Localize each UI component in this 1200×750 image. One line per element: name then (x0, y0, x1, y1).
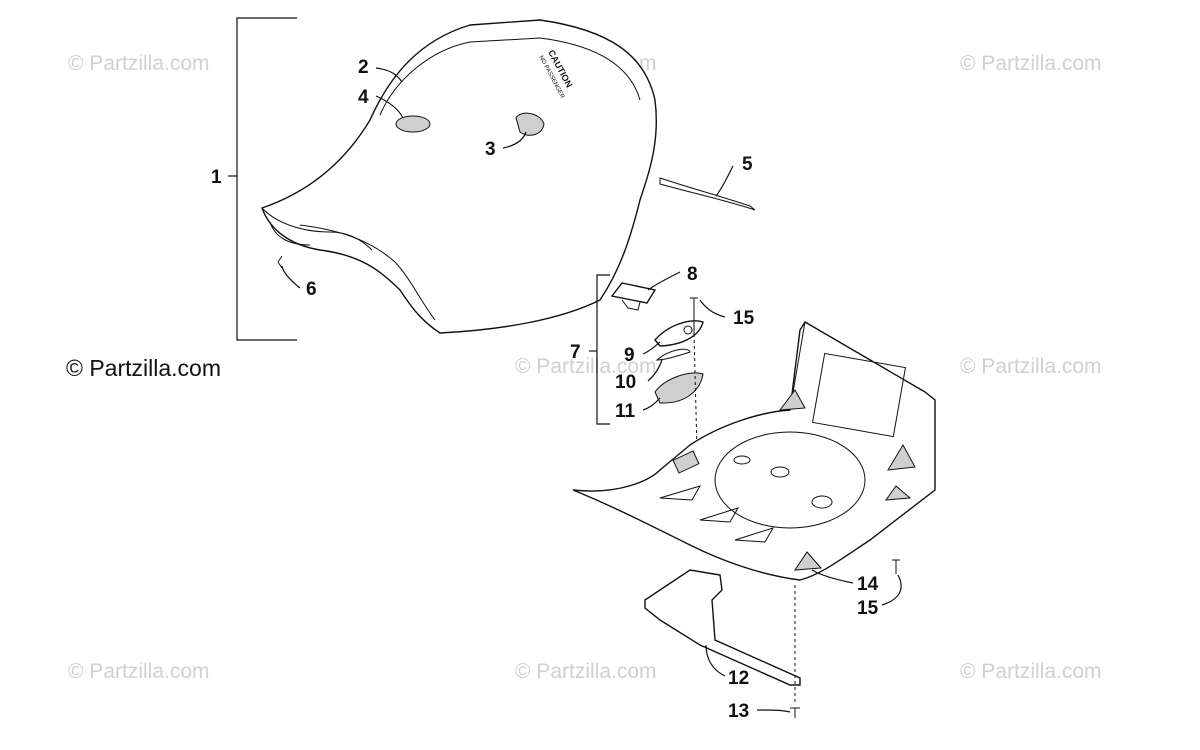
bracket-1 (236, 17, 297, 341)
bracket-7 (596, 274, 610, 425)
bumper-rear-right (887, 443, 916, 471)
leader-15b (881, 574, 902, 606)
base-floor (714, 431, 866, 529)
watermark-top-right: © Partzilla.com (960, 52, 1102, 75)
latch-assembly (589, 274, 704, 451)
callout-5: 5 (742, 154, 753, 175)
callout-15b: 15 (857, 598, 879, 619)
base-hole-2 (770, 466, 790, 478)
leader-15a (699, 299, 726, 318)
leader-8 (647, 271, 681, 291)
seat-hook (277, 255, 283, 269)
base-rib-1 (659, 485, 702, 501)
callout-4: 4 (358, 87, 369, 108)
leader-3 (502, 131, 527, 149)
callout-2: 2 (358, 57, 369, 78)
callout-6: 6 (306, 279, 317, 300)
leader-2 (375, 67, 403, 83)
leader-11 (642, 397, 661, 411)
seat-piping (299, 224, 436, 321)
callout-13: 13 (728, 701, 749, 722)
leader-10 (647, 359, 663, 382)
base-hole-3 (811, 495, 833, 509)
base-tray (572, 321, 936, 581)
leader-13 (756, 709, 791, 713)
watermark-bottom-center: © Partzilla.com (515, 660, 657, 683)
leader-4 (375, 95, 404, 119)
seat-base (572, 321, 936, 581)
copyright-notice: © Partzilla.com (66, 355, 221, 381)
bumper-front-right (884, 485, 912, 501)
seat-underside (269, 221, 311, 246)
seat-ridge (379, 37, 641, 116)
watermark-middle-right: © Partzilla.com (960, 355, 1102, 378)
callout-9: 9 (624, 345, 635, 366)
latch-plate (654, 320, 704, 347)
seat-patch (395, 115, 431, 133)
base-latch-mount (672, 450, 700, 474)
base-hole-1 (733, 455, 751, 465)
watermark-top-left: © Partzilla.com (68, 52, 210, 75)
screw-bottom (790, 707, 800, 718)
base-window (811, 352, 907, 438)
latch-body (654, 372, 704, 404)
latch-axis (693, 333, 698, 451)
callout-15a: 15 (733, 308, 755, 329)
latch-cover (610, 282, 657, 304)
callout-1: 1 (211, 167, 222, 188)
bracket-plate (644, 569, 801, 686)
leader-14 (811, 569, 854, 584)
seat-assembly: CAUTION NO PASSENGER (228, 17, 658, 341)
callout-3: 3 (485, 139, 496, 160)
callout-10: 10 (615, 372, 636, 393)
leader-12 (705, 644, 726, 677)
base-rib-2 (699, 507, 740, 523)
leader-9 (642, 341, 661, 355)
latch-cover-tab (621, 299, 641, 311)
watermark-bottom-left: © Partzilla.com (68, 660, 210, 683)
bumper-rear-left (778, 389, 806, 411)
seat-strap (659, 177, 756, 211)
leader-6 (281, 265, 301, 289)
seat-cushion (261, 19, 658, 334)
base-rib-3 (734, 527, 775, 543)
callout-11: 11 (615, 401, 636, 422)
callout-7: 7 (570, 342, 581, 363)
bumper-front-left (794, 551, 823, 571)
leader-5 (715, 165, 734, 197)
support-bracket (644, 569, 801, 718)
seat-front-edge (261, 207, 373, 251)
callout-12: 12 (728, 668, 749, 689)
watermark-bottom-right: © Partzilla.com (960, 660, 1102, 683)
latch-spring (655, 348, 691, 361)
screw-top (690, 297, 698, 334)
watermark-middle-center: © Partzilla.com (515, 355, 657, 378)
callout-14: 14 (857, 574, 879, 595)
screw-right (892, 559, 900, 574)
latch-plate-hole (683, 325, 693, 335)
callout-8: 8 (687, 264, 698, 285)
